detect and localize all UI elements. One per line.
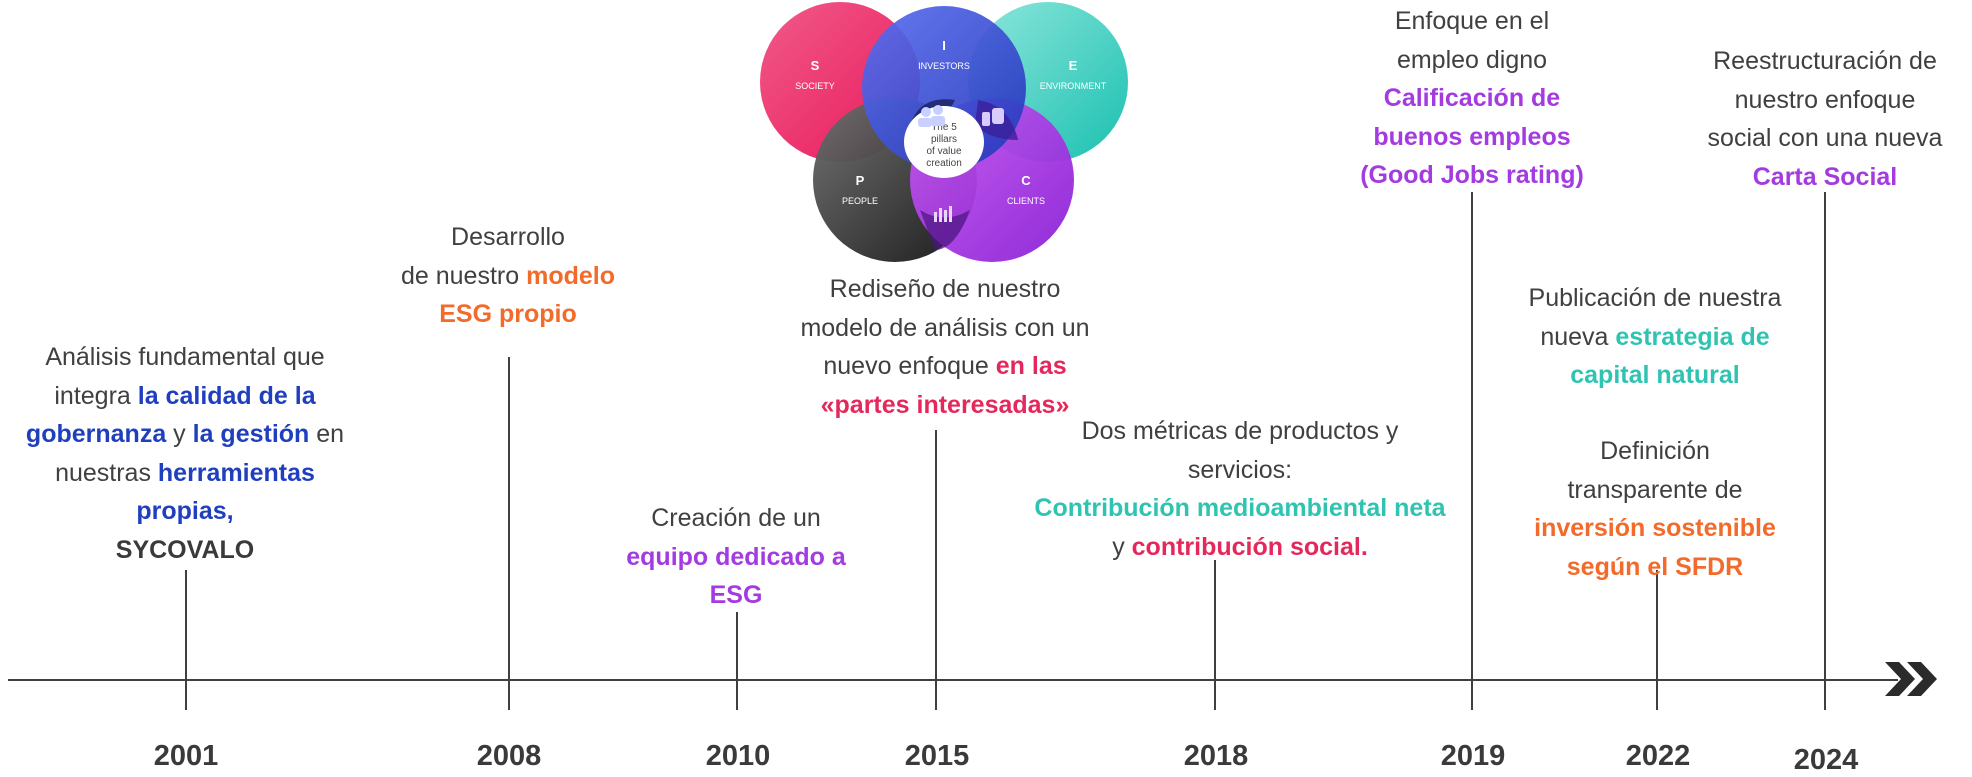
people-group-icon [918, 105, 945, 127]
event-2008-line-1: Desarrollo [451, 223, 565, 251]
tick-2001 [185, 570, 187, 710]
year-2018: 2018 [1183, 740, 1249, 772]
event-2018: Dos métricas de productos y servicios: C… [1000, 412, 1480, 566]
year-2019: 2019 [1440, 740, 1506, 772]
event-2015-line-2: modelo de análisis con un [800, 313, 1090, 342]
event-2010-line-1: Creación de un [651, 504, 821, 532]
center-line-2: pillars [931, 134, 957, 145]
investors-label: INVESTORS [918, 61, 970, 71]
event-2022-sfdr: Definición transparente de inversión sos… [1500, 432, 1810, 586]
event-2024-line-1: Reestructuración de [1713, 47, 1937, 75]
event-2015-stakeholders: «partes interesadas» [820, 390, 1070, 419]
event-2001-and: y [166, 420, 193, 448]
event-2022a-strategy: estrategia de [1615, 322, 1770, 351]
clients-label: CLIENTS [1007, 196, 1045, 206]
society-label: SOCIETY [795, 81, 835, 91]
year-2010: 2010 [705, 740, 771, 772]
society-letter: S [811, 58, 820, 73]
event-2008: Desarrollo de nuestro modelo ESG propio [348, 218, 668, 334]
event-2022a-capital: capital natural [1570, 361, 1740, 389]
tick-2024 [1824, 192, 1826, 710]
year-2001: 2001 [153, 740, 219, 772]
year-2022: 2022 [1625, 740, 1691, 772]
people-letter: P [856, 173, 865, 188]
event-2019-line-1: Enfoque en el [1394, 7, 1550, 35]
environment-label: ENVIRONMENT [1040, 81, 1107, 91]
center-line-3: of value [926, 146, 961, 157]
event-2015: Rediseño de nuestro modelo de análisis c… [745, 270, 1145, 424]
year-2024: 2024 [1793, 744, 1859, 776]
event-2024-line-2: nuestro enfoque [1734, 85, 1916, 114]
event-2010-team: equipo dedicado a [626, 542, 846, 571]
event-2018-environmental: Contribución medioambiental neta [1034, 494, 1446, 522]
event-2015-text: nuevo enfoque [823, 352, 996, 380]
event-2010-esg: ESG [709, 581, 763, 609]
year-2008: 2008 [476, 740, 542, 772]
event-2019-rating-1: Calificación de [1383, 84, 1561, 112]
event-2001-own: propias, [136, 497, 234, 525]
event-2001-management: la gestión [192, 420, 310, 448]
event-2008-model: modelo [526, 261, 615, 290]
event-2010: Creación de un equipo dedicado a ESG [586, 499, 886, 615]
event-2018-social: contribución social. [1131, 532, 1368, 561]
event-2018-line-1: Dos métricas de productos y [1081, 417, 1399, 445]
timeline-axis [8, 679, 1898, 681]
tick-2015 [935, 430, 937, 710]
event-2001: Análisis fundamental que integra la cali… [0, 338, 370, 569]
event-2001-our: nuestras [55, 458, 158, 487]
event-2024-line-3: social con una nueva [1707, 124, 1943, 152]
five-pillars-venn-diagram: The 5 pillars of value creation S SOCIET… [760, 2, 1128, 262]
event-2022b-investment: inversión sostenible [1534, 514, 1776, 542]
event-2022a-line-1: Publicación de nuestra [1528, 284, 1782, 312]
event-2022b-line-1: Definición [1600, 437, 1710, 465]
event-2019-rating-2: buenos empleos [1373, 122, 1571, 151]
event-2022a-text: nueva [1540, 322, 1616, 351]
investors-letter: I [942, 38, 946, 53]
environment-letter: E [1069, 58, 1078, 73]
event-2022b-sfdr: según el SFDR [1566, 552, 1744, 581]
event-2008-esg: ESG propio [439, 300, 577, 328]
event-2018-line-2: servicios: [1187, 455, 1293, 484]
event-2001-line-1: Análisis fundamental que [45, 343, 325, 371]
event-2001-sycovalo: SYCOVALO [115, 535, 255, 564]
event-2001-in: en [309, 420, 345, 448]
event-2018-and: y [1112, 532, 1132, 561]
event-2001-highlight: la calidad de la [137, 381, 316, 410]
tick-2022 [1656, 570, 1658, 710]
clients-letter: C [1021, 173, 1031, 188]
event-2019: Enfoque en el empleo digno Calificación … [1312, 2, 1632, 195]
center-line-1: The 5 [931, 122, 957, 133]
center-line-4: creation [926, 158, 962, 169]
tick-2018 [1214, 560, 1216, 710]
double-chevron-arrow-icon [1885, 662, 1937, 696]
event-2024: Reestructuración de nuestro enfoque soci… [1680, 42, 1970, 196]
tick-2010 [736, 612, 738, 710]
tick-2019 [1471, 192, 1473, 710]
event-2015-line-1: Rediseño de nuestro [829, 275, 1061, 303]
tick-2008 [508, 357, 510, 710]
event-2001-tools: herramientas [157, 458, 315, 487]
people-label: PEOPLE [842, 196, 878, 206]
handshake-icon [982, 108, 1004, 126]
year-2015: 2015 [904, 740, 970, 772]
event-2019-rating-3: (Good Jobs rating) [1360, 161, 1584, 189]
event-2019-line-2: empleo digno [1396, 45, 1548, 74]
event-2024-charter: Carta Social [1752, 162, 1898, 191]
event-2022-natural-capital: Publicación de nuestra nueva estrategia … [1490, 279, 1820, 395]
event-2022b-line-2: transparente de [1567, 475, 1743, 504]
event-2008-text: de nuestro [401, 261, 527, 290]
event-2015-in: en las [995, 352, 1067, 380]
event-2001-governance: gobernanza [25, 420, 167, 448]
event-2001-text: integra [54, 381, 138, 410]
bar-chart-icon [934, 206, 952, 222]
